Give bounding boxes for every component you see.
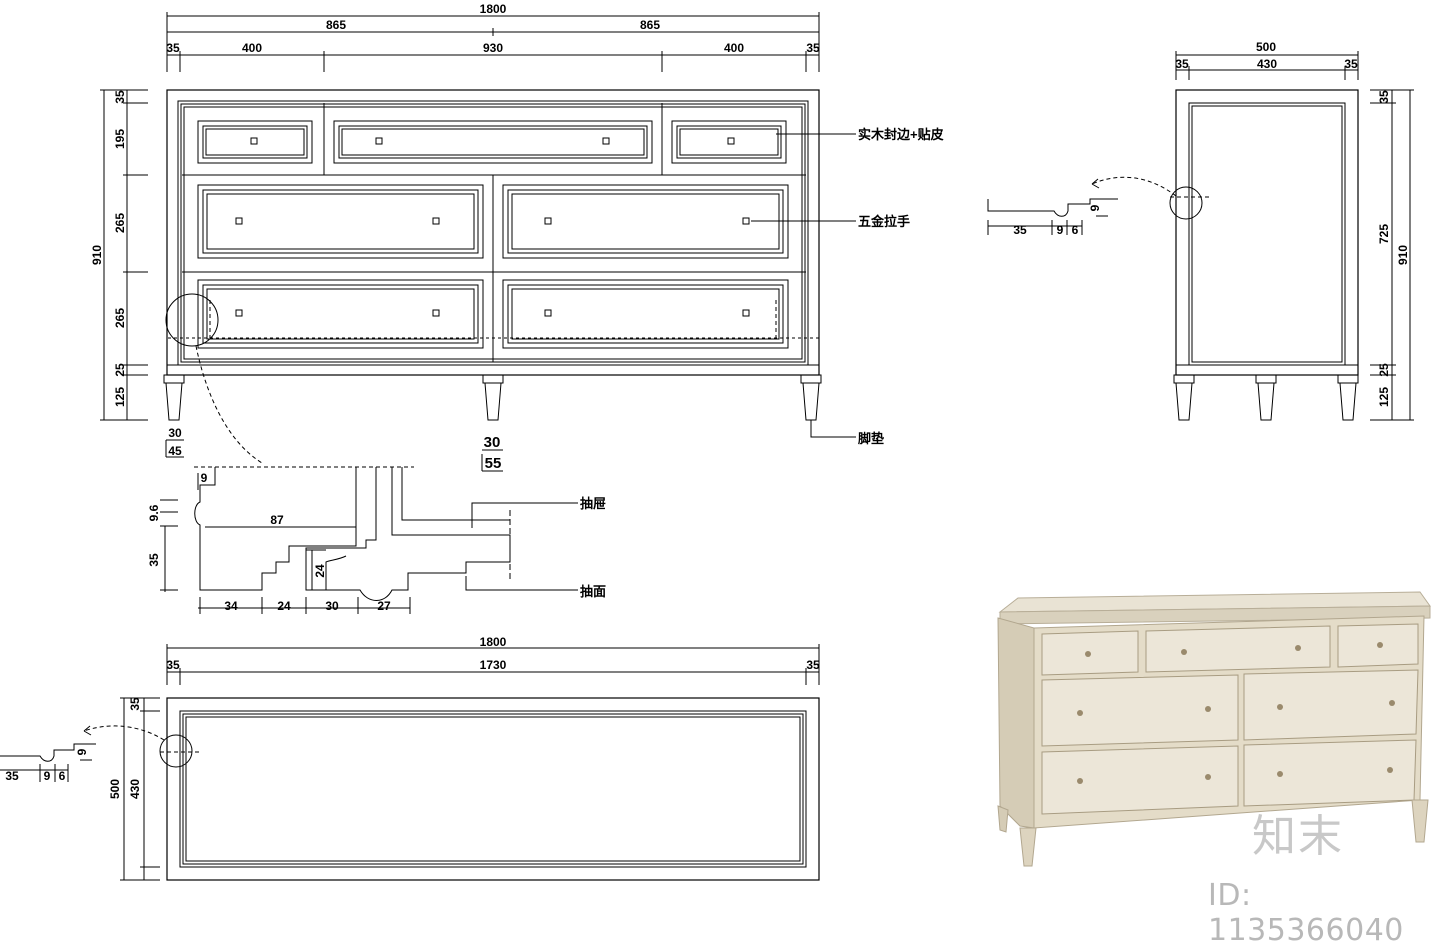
sec-dim-30: 30 — [325, 599, 339, 613]
dim-edge-left: 35 — [166, 41, 180, 55]
sec-dim-9-6: 9.6 — [147, 504, 161, 521]
sec-dim-24: 24 — [277, 599, 291, 613]
side-h-leg: 125 — [1377, 387, 1391, 407]
top-depth-inner: 430 — [128, 779, 142, 799]
dim-h-top: 35 — [113, 90, 127, 104]
label-edge-veneer: 实木封边+贴皮 — [858, 127, 944, 142]
dim-h-base: 25 — [113, 363, 127, 377]
label-drawer: 抽屉 — [580, 496, 606, 511]
profile-9-v: 9 — [1088, 204, 1102, 211]
top-depth: 500 — [108, 779, 122, 799]
profile-9: 9 — [1057, 223, 1064, 237]
dim-half-left: 865 — [326, 18, 346, 32]
sec-dim-9: 9 — [201, 471, 208, 485]
side-edge-left: 35 — [1175, 57, 1189, 71]
side-dimension-labels: 500 35 430 35 35 725 25 125 910 35 9 6 9 — [1013, 40, 1410, 407]
side-h-base: 25 — [1377, 363, 1391, 377]
label-drawer-face: 抽面 — [580, 584, 606, 599]
image-id: ID: 1135366040 — [1208, 878, 1404, 948]
dim-seg-left: 400 — [242, 41, 262, 55]
sec-dim-34: 34 — [224, 599, 238, 613]
watermark-brand: 知末 — [1252, 811, 1344, 862]
section-dimension-labels: 9 9.6 87 35 24 34 24 30 27 抽屉 抽面 — [147, 471, 606, 613]
dim-seg-mid: 930 — [483, 41, 503, 55]
side-inner: 430 — [1257, 57, 1277, 71]
sec-dim-27: 27 — [377, 599, 391, 613]
product-render — [997, 591, 1431, 867]
dim-half-right: 865 — [640, 18, 660, 32]
sec-dim-87: 87 — [270, 513, 284, 527]
top-profile-6: 6 — [59, 769, 66, 783]
profile-35: 35 — [1013, 223, 1027, 237]
dim-h-drawer2: 265 — [113, 213, 127, 233]
sec-dim-35: 35 — [147, 553, 161, 567]
top-edge-left: 35 — [166, 658, 180, 672]
profile-6: 6 — [1072, 223, 1079, 237]
label-foot-pad: 脚垫 — [858, 431, 884, 446]
leg-top-size: 30 — [168, 426, 182, 440]
top-dimension-labels: 1800 35 1730 35 500 35 430 35 9 6 9 — [5, 635, 820, 799]
leg-mid-top-size: 30 — [484, 434, 501, 451]
section-detail — [160, 466, 578, 614]
dim-h-total: 910 — [90, 245, 104, 265]
dim-seg-right: 400 — [724, 41, 744, 55]
front-dimension-labels: 1800 865 865 35 400 930 400 35 35 195 26… — [90, 2, 944, 472]
front-elevation — [100, 12, 856, 472]
side-h-top: 35 — [1377, 90, 1391, 104]
dim-edge-right: 35 — [806, 41, 820, 55]
dim-h-drawer1: 195 — [113, 129, 127, 149]
leg-mid-bottom-size: 55 — [485, 455, 502, 472]
top-overall: 1800 — [480, 635, 507, 649]
side-elevation — [987, 51, 1414, 421]
side-edge-right: 35 — [1344, 57, 1358, 71]
side-h-total: 910 — [1396, 245, 1410, 265]
top-inner: 1730 — [480, 658, 507, 672]
top-depth-edge: 35 — [128, 697, 142, 711]
top-edge-right: 35 — [806, 658, 820, 672]
top-profile-9-v: 9 — [75, 748, 89, 755]
leg-bottom-size: 45 — [168, 444, 182, 458]
top-profile-9: 9 — [44, 769, 51, 783]
dim-overall-width: 1800 — [480, 2, 507, 16]
label-hardware-handle: 五金拉手 — [858, 214, 910, 229]
top-profile-35: 35 — [5, 769, 19, 783]
sec-dim-24-v: 24 — [313, 564, 327, 578]
top-view — [0, 644, 820, 881]
dim-h-leg: 125 — [113, 387, 127, 407]
dim-h-drawer3: 265 — [113, 308, 127, 328]
side-width: 500 — [1256, 40, 1276, 54]
side-h-panel: 725 — [1377, 224, 1391, 244]
